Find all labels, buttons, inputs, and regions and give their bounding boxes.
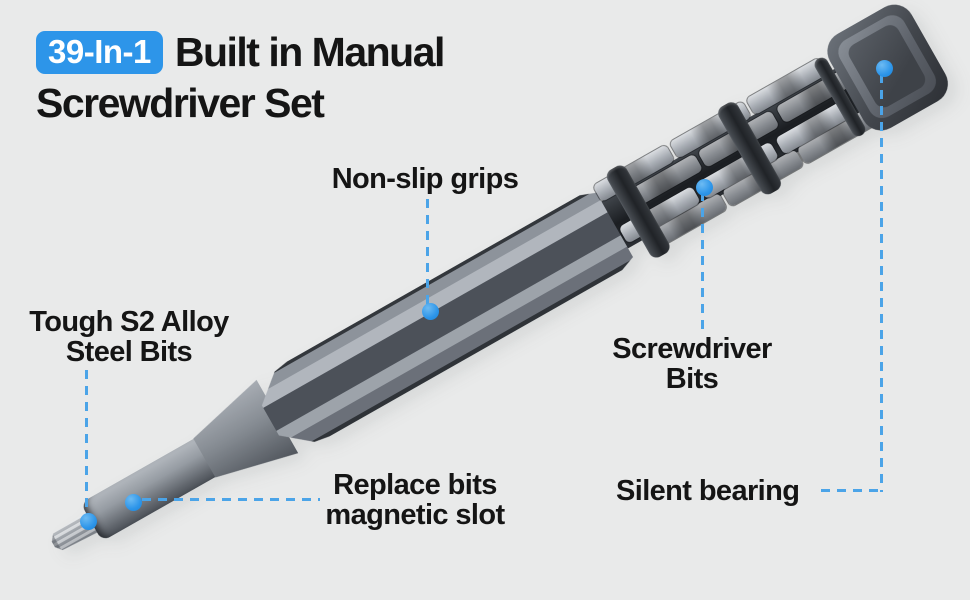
callout-tough-s2-line1: Tough S2 Alloy [29,306,229,338]
callout-replace-bits-line2: magnetic slot [325,499,505,531]
page-title: 39-In-1 Built in Manual Screwdriver Set [36,29,446,127]
non-slip-grip-barrel [249,187,636,457]
callout-screwdriver-bits-line1: Screwdriver [612,333,772,365]
callout-screwdriver-bits-line2: Bits [665,363,719,395]
callout-screwdriver-bits: Screwdriver Bits [592,334,792,394]
callout-dot-tip-bit [80,513,97,530]
title-text-line2: Screwdriver Set [36,80,325,127]
callout-silent-bearing: Silent bearing [616,475,800,507]
callout-replace-bits: Replace bits magnetic slot [299,470,531,530]
callout-dot-shaft [125,494,142,511]
callout-tough-s2: Tough S2 Alloy Steel Bits [8,307,250,367]
leader-line-screwdriver-bits [701,192,704,334]
title-line-1: 39-In-1 Built in Manual [36,29,446,75]
leader-line-silent-bearing-vertical [880,74,883,492]
callout-dot-stored-bits [696,179,713,196]
callout-tough-s2-line2: Steel Bits [65,336,193,368]
leader-line-non-slip [426,199,429,311]
title-text-line1: Built in Manual [174,29,446,75]
leader-line-replace-bits [142,498,320,501]
callout-non-slip-grips: Non-slip grips [331,163,519,195]
callout-replace-bits-line1: Replace bits [333,469,497,501]
leader-line-tough-s2 [85,370,88,520]
count-badge: 39-In-1 [36,31,163,75]
callout-dot-barrel [422,303,439,320]
leader-line-silent-bearing-horizontal [821,489,883,492]
callout-dot-end-cap [876,60,893,77]
